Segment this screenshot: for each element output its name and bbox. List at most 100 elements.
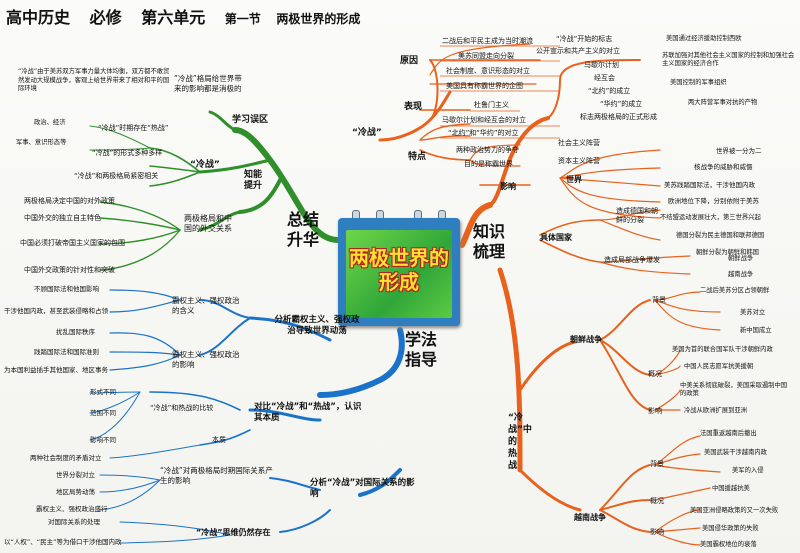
expression-sub[interactable]: 标志两极格局的正式形成	[580, 113, 657, 121]
cold-item[interactable]: “冷战”和两极格局紧密相关	[74, 172, 159, 180]
persist-item[interactable]: 以“人权”、“民主”等为借口干涉他国内政	[4, 538, 122, 546]
camp-item[interactable]: 资本主义阵营	[558, 157, 600, 165]
node-persist[interactable]: “冷战”思维仍然存在	[196, 528, 271, 537]
war-item[interactable]: 越南战争	[728, 271, 754, 278]
node-compare[interactable]: 对比“冷战”和“热战”，认识其本质	[254, 402, 362, 423]
korea-bg-item[interactable]: 美苏对立	[740, 309, 766, 316]
compare-item[interactable]: 形式不同	[90, 388, 116, 396]
hegemony-definition[interactable]: 霸权主义、强权政治的含义	[172, 296, 240, 315]
hub-method[interactable]: 学法指导	[404, 330, 437, 369]
cold-sub[interactable]: 军事、意识形态等	[16, 139, 67, 146]
node-expression[interactable]: 表现	[404, 102, 423, 112]
expression-sub[interactable]: “北约”的成立	[588, 87, 631, 95]
bipolar-item[interactable]: 中国必须打破帝国主义国家的包围	[20, 239, 125, 247]
world-item[interactable]: 核战争的威胁和威慑	[694, 163, 753, 171]
korea-overview[interactable]: 概况	[648, 370, 662, 378]
cause-item[interactable]: 美国具有称霸世界的企图	[446, 82, 523, 90]
node-specific-countries[interactable]: 具体国家	[540, 233, 572, 242]
korea-inf-item[interactable]: 冷战从欧洲扩展到亚洲	[684, 407, 747, 414]
expression-detail[interactable]: 苏联加强对其他社会主义国家的控制和加强社会主义国家的经济合作	[662, 52, 795, 67]
node-influence[interactable]: 影响	[500, 182, 516, 191]
vn-bg[interactable]: 背景	[650, 460, 664, 468]
vn-inf-item[interactable]: 美国侵华政策的失败	[702, 525, 759, 532]
hegemony-harm-item[interactable]: 扰乱国际秩序	[56, 328, 95, 336]
expression-sub[interactable]: “冷战”开始的标志	[556, 35, 613, 43]
node-feature[interactable]: 特点	[408, 152, 427, 162]
expression-detail[interactable]: 美国通过经济援助控制西欧	[666, 35, 742, 42]
divide-node[interactable]: 造成德国和朝鲜的分裂	[616, 207, 658, 224]
node-cold-summary[interactable]: “冷战”	[190, 160, 220, 170]
war-item[interactable]: 朝鲜战争	[728, 255, 754, 262]
feature-item[interactable]: 目的是称霸世界	[464, 160, 513, 168]
expression-sub[interactable]: 公开宣示和共产主义的对立	[536, 47, 620, 55]
hegemony-def-item[interactable]: 干涉他国内政，甚至武装侵略和占领	[4, 307, 108, 315]
korea-bg[interactable]: 背景	[652, 296, 666, 304]
essence-item[interactable]: 两种社会制度的矛盾对立	[30, 454, 102, 462]
hegemony-harm-item[interactable]: 践踏国际法和国际准则	[34, 348, 99, 356]
impact-item[interactable]: 霸权主义、强权政治盛行	[36, 505, 108, 513]
vn-inf-item[interactable]: 美国霸权地位的衰落	[700, 541, 757, 548]
camp-item[interactable]: 社会主义阵营	[558, 139, 600, 147]
mistake-note[interactable]: “冷战”由于美苏双方军事力量大体均衡，双方都不敢贸然发动大规模战争，客观上给世界…	[18, 68, 170, 92]
node-cold-war[interactable]: “冷战”	[352, 128, 382, 138]
node-analyze-hegemony[interactable]: 分析霸权主义、强权政治导致世界动荡	[274, 315, 360, 336]
impact-item[interactable]: 地区局势动荡	[56, 488, 95, 496]
node-impact[interactable]: 分析“冷战”对国际关系的影响	[310, 478, 415, 499]
node-hot-war[interactable]: “冷战”中的热战	[508, 413, 532, 471]
mistake-item[interactable]: “冷战”格局给世界带来的影响都是消极的	[174, 74, 242, 93]
korea-bg-item[interactable]: 二战后美苏分区占领朝鲜	[700, 287, 770, 294]
hegemony-harm-item[interactable]: 为本国利益插手其他国家、地区事务	[4, 366, 108, 374]
impact-sub[interactable]: “冷战”对两极格局时期国际关系产生的影响	[160, 466, 273, 485]
bipolar-item[interactable]: 中国外交的独立自主特色	[24, 214, 101, 222]
expression-item[interactable]: 杜鲁门主义	[474, 101, 509, 109]
vn-bg-item[interactable]: 美军的入侵	[732, 467, 764, 474]
vn-inf-item[interactable]: 美国亚洲侵略政策的又一次失败	[690, 507, 779, 514]
korea-influence[interactable]: 影响	[648, 407, 662, 415]
world-item[interactable]: 欧洲地位下降，分别依附于美苏	[668, 197, 759, 205]
local-war-node[interactable]: 造成局部战争爆发	[604, 256, 660, 264]
world-item[interactable]: 不结盟运动发展壮大，第三世界兴起	[660, 214, 761, 221]
bipolar-item[interactable]: 中国外交政策的针对性和突破	[24, 266, 115, 274]
cause-item[interactable]: 美苏同盟走向分裂	[458, 52, 514, 60]
cause-item[interactable]: 社会制度、意识形态的对立	[446, 67, 530, 75]
compare-item[interactable]: 影响不同	[90, 436, 116, 444]
node-mistake[interactable]: 学习误区	[232, 115, 269, 125]
cause-item[interactable]: 二战后和平民主成为当时潮流	[442, 37, 533, 45]
world-item[interactable]: 世界被一分为二	[716, 147, 762, 155]
feature-item[interactable]: 两种政治势力的争夺	[456, 146, 519, 154]
hub-summary[interactable]: 总结升华	[286, 210, 319, 249]
vn-bg-item[interactable]: 法国重返越南后撤出	[700, 430, 757, 437]
hegemony-harm[interactable]: 霸权主义、强权政治的影响	[172, 350, 240, 369]
node-vietnam-war[interactable]: 越南战争	[574, 513, 606, 522]
compare-item[interactable]: 范围不同	[90, 409, 116, 417]
cold-sub[interactable]: 政治、经济	[34, 119, 66, 126]
korea-ov-item[interactable]: 美国为首的联合国军队干涉朝鲜内政	[672, 346, 773, 353]
essence-node[interactable]: 本质	[212, 436, 226, 444]
vn-ov-item[interactable]: 中国援越抗美	[712, 485, 750, 492]
expression-sub[interactable]: “华约”的成立	[600, 100, 643, 108]
hegemony-def-item[interactable]: 不顾国际法和他国影响	[34, 285, 99, 293]
impact-item[interactable]: 世界分裂对立	[56, 471, 95, 479]
node-ability[interactable]: 知能提升	[244, 170, 263, 191]
expression-detail[interactable]: 两大阵营军事对抗的产物	[688, 99, 758, 106]
divide-item[interactable]: 德国分裂为民主德国和联邦德国	[676, 232, 765, 239]
bipolar-node[interactable]: 两极格局和中国的外交关系	[184, 214, 232, 233]
expression-item[interactable]: “北约”和“华约”的对立	[448, 129, 519, 137]
node-world[interactable]: 世界	[566, 175, 582, 184]
divide-item[interactable]: 朝鲜分裂为朝鲜和韩国	[696, 249, 759, 256]
cold-item[interactable]: “冷战”时期存在“热战”	[98, 124, 169, 132]
world-item[interactable]: 美苏践踏国际法，干涉他国内政	[664, 181, 755, 189]
vn-influence[interactable]: 影响	[650, 528, 664, 536]
hub-knowledge[interactable]: 知识梳理	[472, 222, 505, 261]
korea-inf-item[interactable]: 中美关系彻底破裂，美国采取遏制中国的政策	[680, 382, 788, 397]
compare-sub[interactable]: “冷战”和热战的比较	[150, 404, 214, 412]
expression-sub[interactable]: 经互会	[594, 74, 615, 82]
node-korea-war[interactable]: 朝鲜战争	[570, 335, 602, 344]
expression-item[interactable]: 马歇尔计划和经互会的对立	[442, 116, 526, 124]
korea-ov-item[interactable]: 中国人民志愿军抗美援朝	[684, 363, 754, 370]
expression-detail[interactable]: 美国控制的军事组织	[670, 79, 727, 86]
node-cause[interactable]: 原因	[400, 56, 419, 66]
persist-item[interactable]: 对国际关系的处理	[48, 518, 100, 526]
cold-item[interactable]: “冷战”的形式多种多样	[92, 149, 163, 157]
korea-bg-item[interactable]: 新中国成立	[740, 327, 772, 334]
